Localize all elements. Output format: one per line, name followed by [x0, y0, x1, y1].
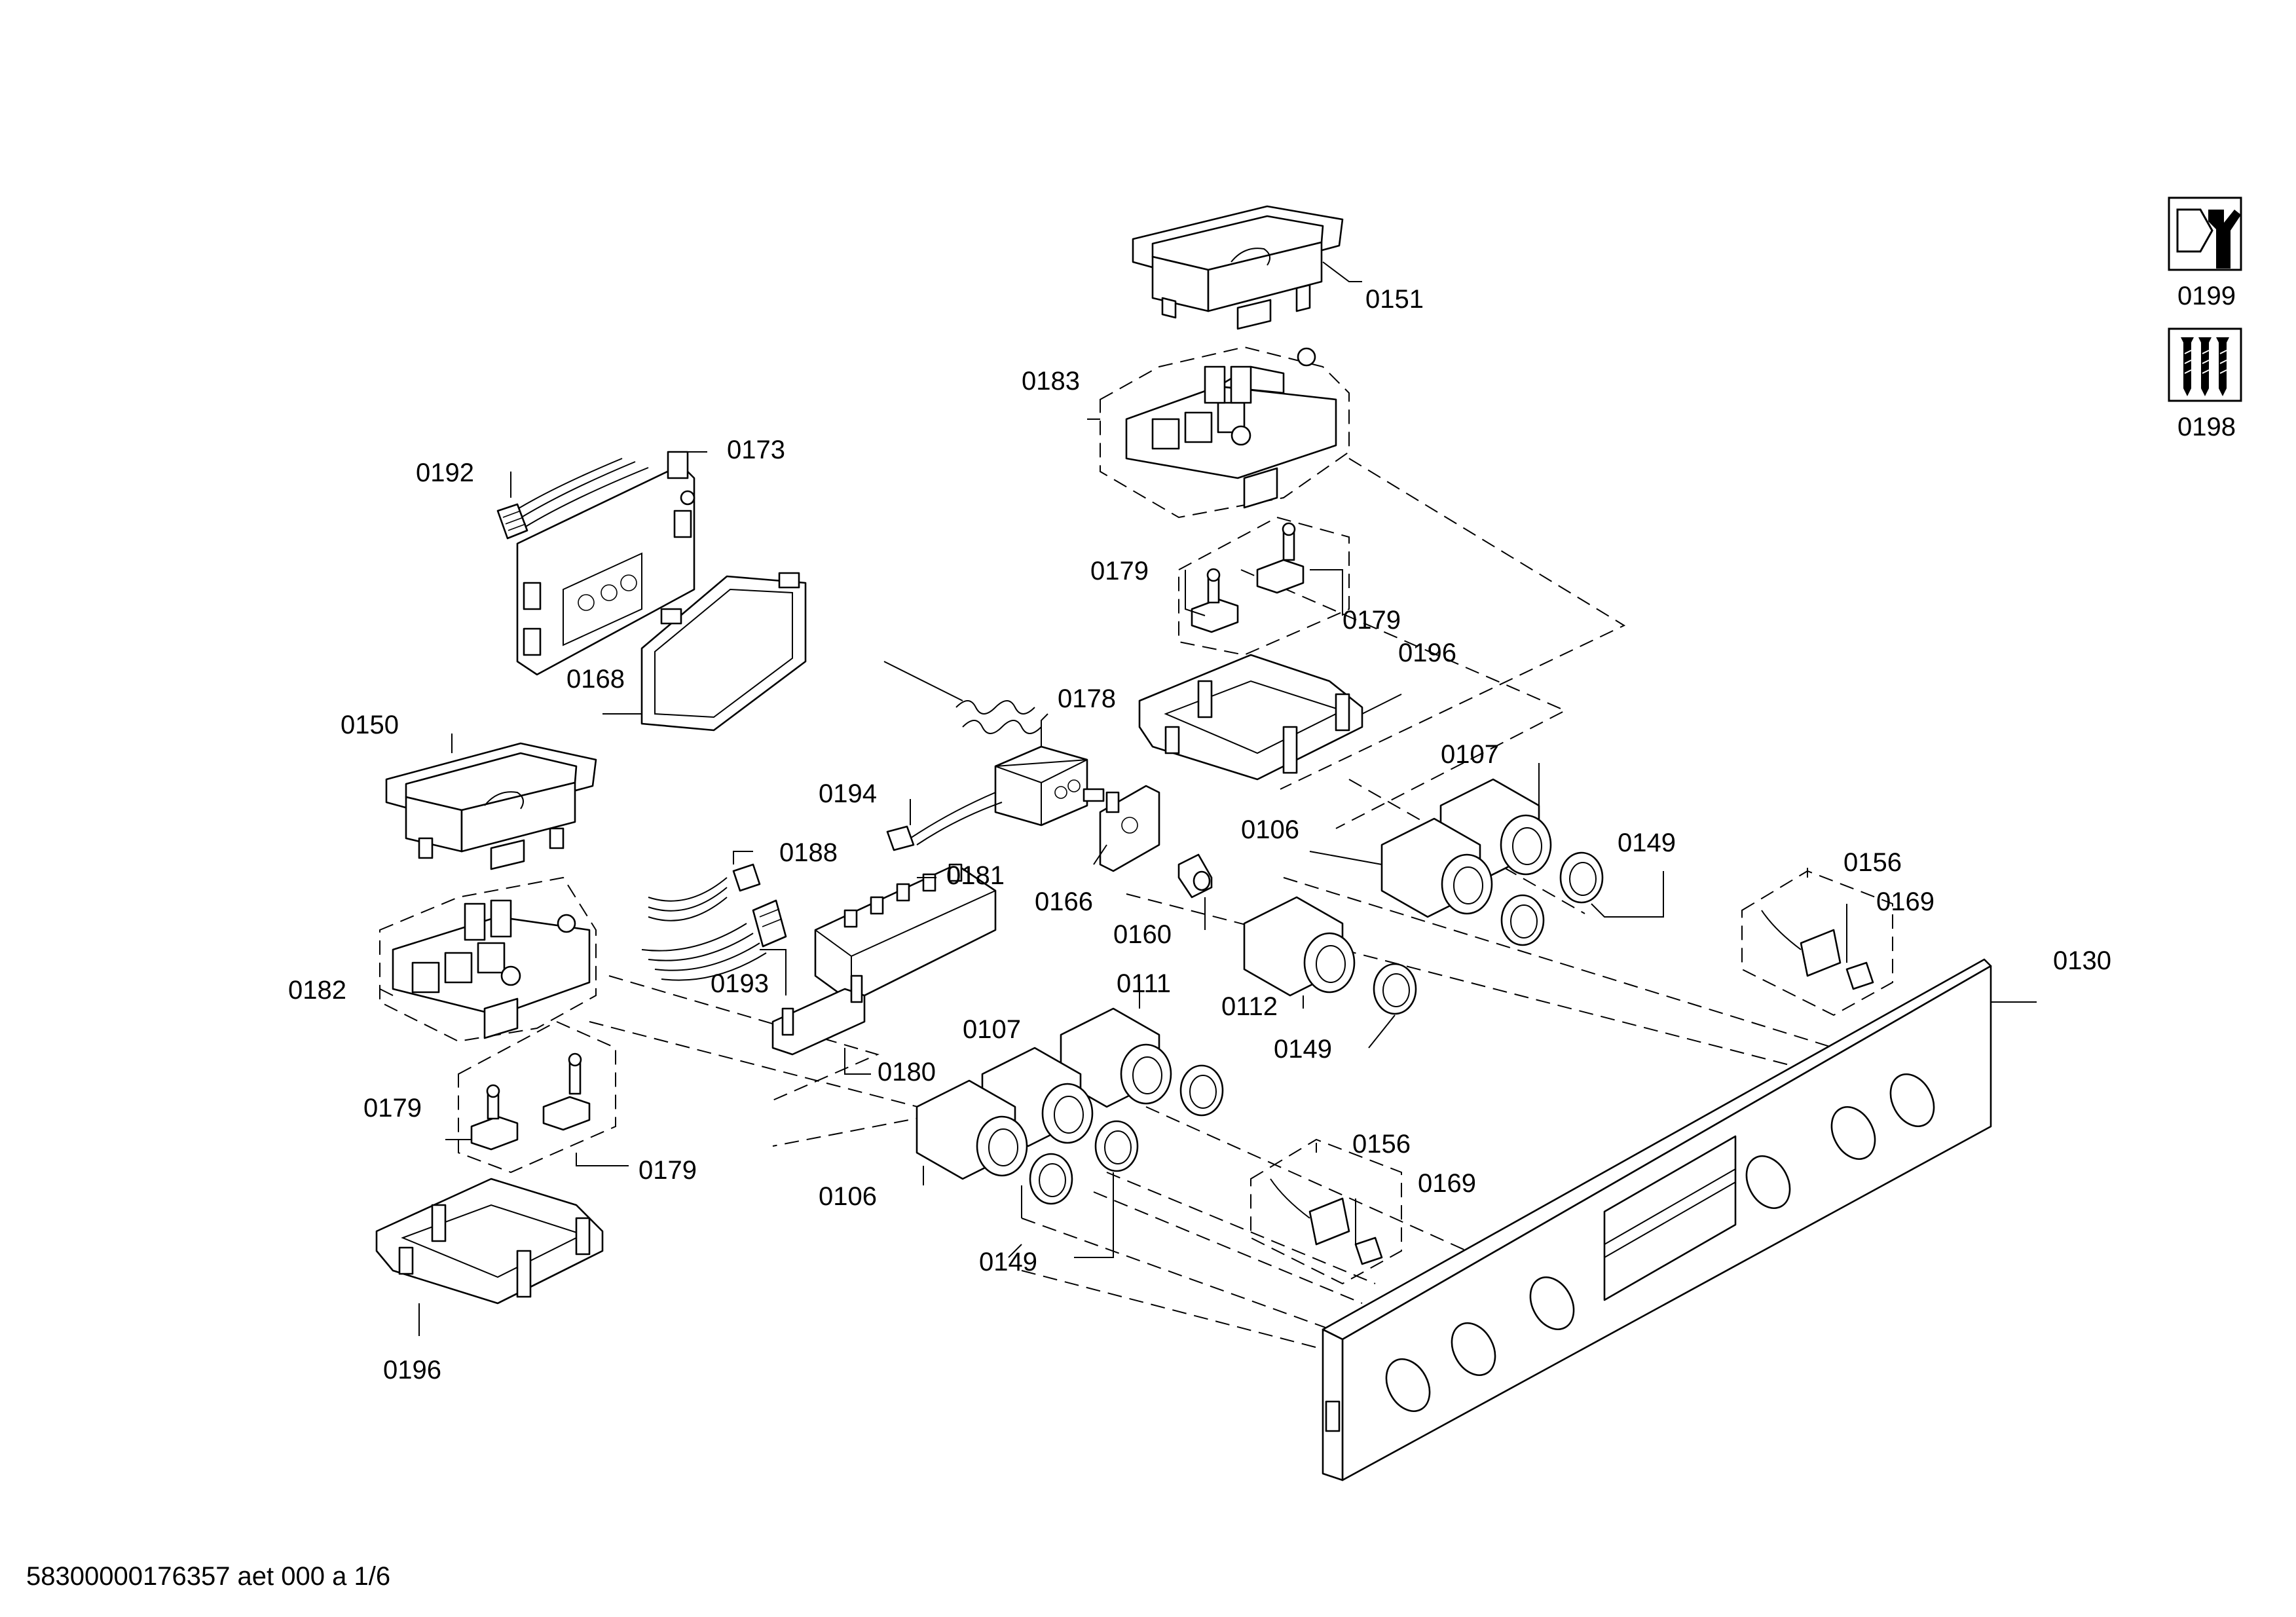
part-0166-bracket: [1099, 785, 1160, 872]
part-0173-control-module: [516, 451, 695, 676]
label-0193: 0193: [711, 969, 769, 998]
part-labels: 0151 0183 0192 0173 0179 0179 0168 0178 …: [288, 282, 2236, 1385]
part-0130-control-panel: [1322, 958, 1992, 1481]
label-0166: 0166: [1035, 887, 1093, 916]
label-0156: 0156: [1843, 848, 1902, 877]
part-0196-frame-upper: [1138, 654, 1363, 781]
part-knob-0112: [1243, 896, 1417, 1015]
label-0188: 0188: [779, 838, 838, 867]
part-0151-housing: [1132, 205, 1344, 330]
label-0179: 0179: [1090, 557, 1149, 585]
label-0179: 0179: [1342, 606, 1401, 635]
label-0149: 0149: [1274, 1035, 1332, 1064]
part-0156-board-upper: [1741, 870, 1893, 1016]
part-0160-lamp: [1177, 853, 1213, 899]
label-0194: 0194: [819, 779, 877, 808]
label-0181: 0181: [946, 861, 1005, 890]
label-0156: 0156: [1352, 1130, 1411, 1159]
part-knob-cluster-center: [916, 1007, 1224, 1205]
label-0169: 0169: [1418, 1169, 1476, 1198]
label-0106: 0106: [819, 1182, 877, 1211]
part-0168-display-frame: [640, 572, 807, 732]
label-0180: 0180: [878, 1058, 936, 1087]
label-0150: 0150: [341, 711, 399, 739]
label-0173: 0173: [727, 436, 785, 464]
part-0156-board-lower: [1250, 1138, 1402, 1285]
part-0179-switch-pair-upper: [1178, 516, 1350, 656]
part-0196-frame-lower: [375, 1178, 604, 1305]
wrench-icon: [2168, 196, 2242, 271]
label-0199: 0199: [2177, 282, 2236, 310]
label-0106: 0106: [1241, 815, 1299, 844]
label-0192: 0192: [416, 458, 474, 487]
label-0196: 0196: [383, 1356, 441, 1385]
label-0149: 0149: [1618, 828, 1676, 857]
label-0183: 0183: [1022, 367, 1080, 396]
label-0112: 0112: [1221, 992, 1278, 1021]
part-0193-wiring-harness: [641, 899, 787, 981]
label-0169: 0169: [1876, 887, 1935, 916]
label-0149: 0149: [979, 1248, 1037, 1276]
label-0107: 0107: [963, 1015, 1021, 1044]
part-knob-cluster-upper-right: [1380, 778, 1604, 946]
label-0196: 0196: [1398, 639, 1456, 667]
screws-icon: [2168, 327, 2242, 402]
label-0107: 0107: [1441, 740, 1499, 769]
label-0111: 0111: [1117, 969, 1171, 998]
part-0179-switch-pair-lower: [458, 1020, 616, 1174]
label-0178: 0178: [1058, 684, 1116, 713]
label-0160: 0160: [1113, 920, 1172, 949]
label-0130: 0130: [2053, 946, 2111, 975]
document-id-footer: 58300000176357 aet 000 a 1/6: [26, 1562, 390, 1591]
leader-lines: [379, 261, 2037, 1336]
part-0180-clip: [771, 975, 866, 1056]
part-0192-cable-connector: [496, 458, 649, 540]
label-0179: 0179: [363, 1094, 422, 1123]
label-0168: 0168: [566, 665, 625, 694]
label-0198: 0198: [2177, 413, 2236, 441]
part-0178-thermostat: [883, 661, 1105, 827]
part-0183-selector-switch: [1100, 346, 1350, 519]
part-0194-cable: [886, 792, 1003, 851]
label-0151: 0151: [1365, 285, 1424, 314]
label-0182: 0182: [288, 976, 346, 1005]
part-0182-selector-switch: [379, 876, 597, 1043]
label-0179: 0179: [639, 1156, 697, 1185]
part-0188-connector: [648, 863, 761, 921]
part-0150-housing: [385, 742, 597, 870]
